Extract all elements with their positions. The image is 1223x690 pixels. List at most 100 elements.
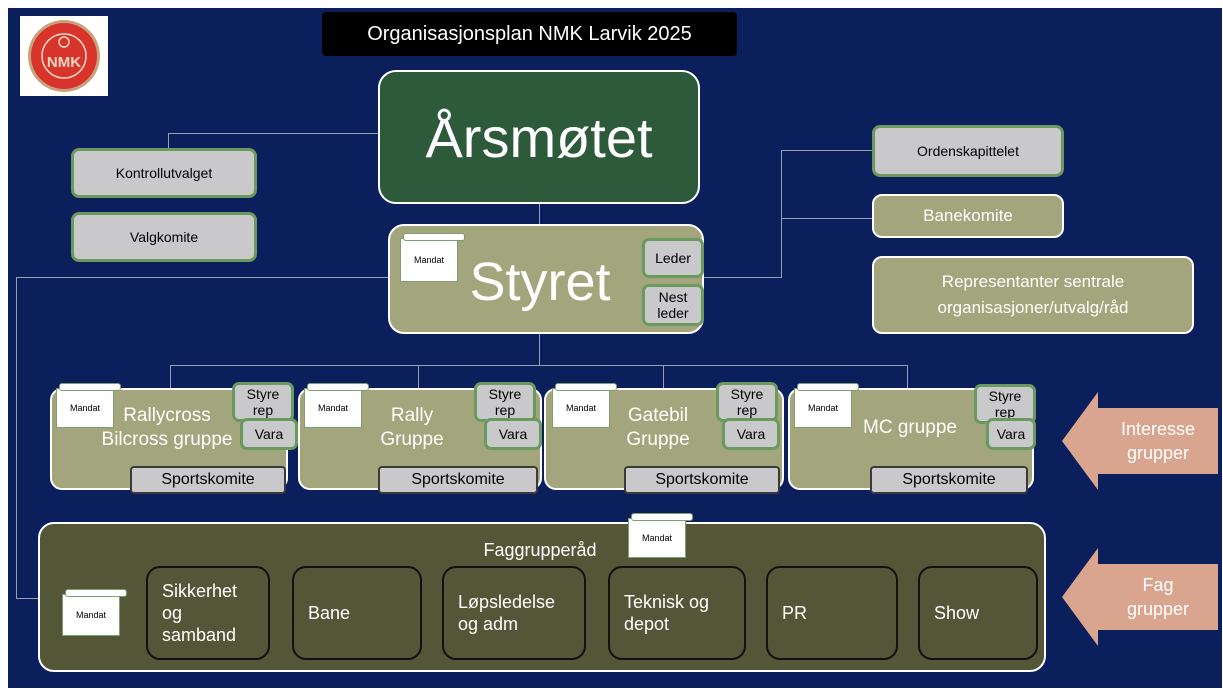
- group-name: Rally Gruppe: [362, 404, 462, 452]
- group-name-line2: Gruppe: [626, 429, 690, 450]
- styre-rep-line1: Styre: [988, 388, 1022, 404]
- fag-grupper-arrow: Fag grupper: [1062, 548, 1218, 646]
- faggrupperad-title: Faggrupperåd: [483, 540, 597, 560]
- fag-mandat-doc-left: Mandat: [62, 589, 127, 636]
- group-mandat-doc: Mandat: [56, 383, 121, 428]
- group-mandat-doc: Mandat: [794, 383, 859, 428]
- styre-rep-line1: Styre: [488, 386, 522, 402]
- nest-leder-line1: Nest: [658, 289, 688, 305]
- connector-line: [16, 598, 46, 599]
- group-name-line2: Gruppe: [380, 429, 444, 450]
- logo-initials: NMK: [47, 54, 81, 71]
- connector-line: [781, 218, 873, 219]
- fag-box-line3: samband: [162, 625, 237, 645]
- styre-rep-line2: rep: [736, 402, 758, 418]
- group-name-line1: MC gruppe: [863, 417, 957, 438]
- connector-line: [539, 204, 540, 232]
- group-name-line1: Gatebil: [627, 405, 689, 426]
- left-arrow-icon: [1062, 392, 1218, 490]
- group-name-line1: Rallycross: [123, 405, 211, 426]
- fag-box-line1: PR: [782, 603, 808, 623]
- connector-line: [16, 277, 17, 599]
- fag-mandat-doc-top: Mandat: [628, 513, 693, 558]
- styre-rep-box: Styre rep: [232, 382, 294, 422]
- group-gatebil: Mandat Gatebil Gruppe Styre rep Vara Spo…: [544, 382, 784, 494]
- group-name-line2: Bilcross gruppe: [101, 429, 233, 450]
- sportskomite-box: Sportskomite: [624, 466, 780, 494]
- group-mandat-doc: Mandat: [304, 383, 369, 428]
- interesse-grupper-arrow: Interesse grupper: [1062, 392, 1218, 490]
- fag-box-line1: Bane: [308, 603, 351, 623]
- connector-line: [168, 133, 169, 157]
- fag-box-line2: og adm: [458, 614, 519, 634]
- nest-leder-line2: leder: [657, 305, 689, 321]
- styre-rep-line1: Styre: [246, 386, 280, 402]
- fag-box-line1: Teknisk og: [624, 592, 710, 612]
- kontrollutvalget-box: Kontrollutvalget: [71, 148, 257, 198]
- styret-mandat-doc: Mandat: [400, 233, 465, 282]
- group-rally: Mandat Rally Gruppe Styre rep Vara Sport…: [298, 382, 542, 494]
- fag-box-show: Show: [918, 566, 1038, 660]
- group-mc: Mandat MC gruppe Styre rep Vara Sportsko…: [788, 383, 1036, 494]
- connector-line: [170, 365, 908, 366]
- connector-line: [781, 150, 873, 151]
- nmk-logo-emblem: NMK: [28, 20, 100, 92]
- interesse-line1: Interesse: [1120, 419, 1196, 439]
- fag-box-pr: PR: [766, 566, 898, 660]
- group-name: Gatebil Gruppe: [608, 404, 708, 452]
- styre-rep-line2: rep: [252, 402, 274, 418]
- group-name: Rallycross Bilcross gruppe: [82, 404, 252, 452]
- interesse-line2: grupper: [1126, 443, 1190, 463]
- fag-line2: grupper: [1126, 599, 1190, 619]
- valgkomite-box: Valgkomite: [71, 212, 257, 262]
- fag-box-line1: Sikkerhet: [162, 581, 238, 601]
- styre-rep-line1: Styre: [730, 386, 764, 402]
- group-name: MC gruppe: [850, 416, 970, 440]
- styre-rep-box: Styre rep: [474, 382, 536, 422]
- page-title: Organisasjonsplan NMK Larvik 2025: [322, 12, 737, 56]
- styre-rep-line2: rep: [994, 404, 1016, 420]
- sportskomite-box: Sportskomite: [130, 466, 286, 494]
- vara-box: Vara: [240, 418, 298, 450]
- leder-box: Leder: [642, 238, 704, 278]
- sportskomite-box: Sportskomite: [870, 466, 1028, 494]
- fag-line1: Fag: [1142, 575, 1174, 595]
- representanter-box: Representanter sentrale organisasjoner/u…: [872, 256, 1194, 334]
- arsmotet-box: Årsmøtet: [378, 70, 700, 204]
- sportskomite-box: Sportskomite: [378, 466, 538, 494]
- group-name-line1: Rally: [390, 405, 434, 426]
- vara-box: Vara: [986, 418, 1036, 450]
- fag-grupper-label: Fag grupper: [1098, 573, 1218, 621]
- group-rallycross: Mandat Rallycross Bilcross gruppe Styre …: [50, 382, 298, 494]
- styret-box: Mandat Styret Leder Nest leder: [388, 224, 704, 334]
- connector-line: [907, 365, 908, 395]
- interesse-grupper-label: Interesse grupper: [1098, 417, 1218, 465]
- left-arrow-icon: [1062, 548, 1218, 646]
- fag-box-line2: depot: [624, 614, 670, 634]
- fag-box-line1: Show: [934, 603, 980, 623]
- representanter-line2: organisasjoner/utvalg/råd: [937, 298, 1129, 317]
- connector-line: [781, 150, 782, 278]
- styre-rep-box: Styre rep: [716, 382, 778, 422]
- connector-line: [704, 277, 782, 278]
- fag-box-line2: og: [162, 603, 183, 623]
- connector-line: [170, 365, 171, 395]
- fag-box-line1: Løpsledelse: [458, 592, 556, 612]
- nmk-logo: NMK: [20, 16, 108, 96]
- styre-rep-line2: rep: [494, 402, 516, 418]
- connector-line: [168, 133, 386, 134]
- representanter-line1: Representanter sentrale: [941, 272, 1125, 291]
- ordenskapittelet-box: Ordenskapittelet: [872, 125, 1064, 177]
- vara-box: Vara: [722, 418, 780, 450]
- nest-leder-box: Nest leder: [642, 284, 704, 326]
- vara-box: Vara: [484, 418, 542, 450]
- styret-label: Styret: [469, 252, 611, 312]
- connector-line: [539, 334, 540, 366]
- group-mandat-doc: Mandat: [552, 383, 617, 428]
- connector-line: [16, 277, 396, 278]
- banekomite-box: Banekomite: [872, 194, 1064, 238]
